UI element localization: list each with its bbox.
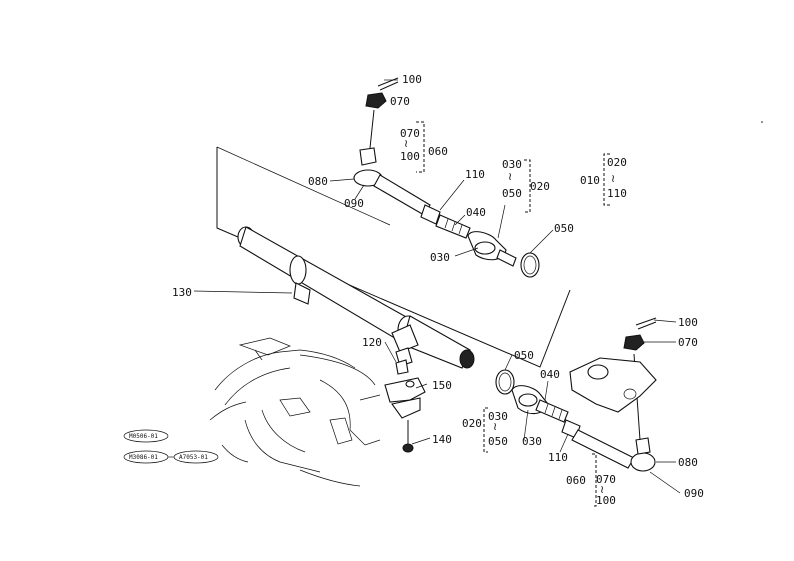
label-020-bottom: 020 — [462, 417, 482, 430]
label-100-bottom: 100 — [678, 316, 698, 329]
steering-cylinder — [237, 226, 475, 369]
stamp-1: M0506-01 — [129, 433, 158, 440]
label-040-top: 040 — [466, 206, 486, 219]
leader-lines — [193, 79, 681, 494]
stray-mark — [761, 121, 763, 123]
label-060-bottom: 060 — [566, 474, 586, 487]
label-030-bottom: 030 — [522, 435, 542, 448]
stamp-2: M3086-01 — [129, 454, 158, 461]
label-030-group-bottom: 030 — [488, 410, 508, 423]
label-100-group-bottom: 100 — [596, 494, 616, 507]
assembly-boundary — [216, 147, 571, 368]
label-080-top: 080 — [308, 175, 328, 188]
label-120: 120 — [362, 336, 382, 349]
label-070-bottom: 070 — [678, 336, 698, 349]
label-070-group: 070 — [400, 127, 420, 140]
label-tilde-d: ≀ — [493, 420, 497, 433]
label-020-top: 020 — [530, 180, 550, 193]
label-130: 130 — [172, 286, 192, 299]
label-080-bottom: 080 — [678, 456, 698, 469]
label-110-bottom: 110 — [548, 451, 568, 464]
label-050-bottom: 050 — [514, 349, 534, 362]
assembly-boundary-top — [216, 146, 391, 226]
label-tilde-b: ≀ — [508, 170, 512, 183]
label-110-group: 110 — [607, 187, 627, 200]
upper-tie-rod-end — [353, 77, 540, 278]
label-020-group: 020 — [607, 156, 627, 169]
label-050-group: 050 — [502, 187, 522, 200]
label-090-top: 090 — [344, 197, 364, 210]
label-090-bottom: 090 — [684, 487, 704, 500]
label-050-group-bottom: 050 — [488, 435, 508, 448]
lower-tie-rod-end — [495, 317, 657, 472]
label-150: 150 — [432, 379, 452, 392]
mount-bracket — [384, 359, 426, 453]
label-100-top: 100 — [402, 73, 422, 86]
label-050-top: 050 — [554, 222, 574, 235]
label-tilde-c: ≀ — [611, 172, 615, 185]
part-labels: 100 070 070 ≀ 100 060 080 090 110 040 03… — [172, 73, 704, 507]
label-tilde-e: ≀ — [600, 483, 604, 496]
reference-stamps: M0506-01 M3086-01 A7053-01 — [123, 429, 219, 464]
chassis-outline — [209, 337, 381, 487]
label-110-top: 110 — [465, 168, 485, 181]
label-030-top: 030 — [430, 251, 450, 264]
label-070-group-bottom: 070 — [596, 473, 616, 486]
label-tilde-a: ≀ — [404, 137, 408, 150]
label-070-top: 070 — [390, 95, 410, 108]
label-140: 140 — [432, 433, 452, 446]
label-060-top: 060 — [428, 145, 448, 158]
grouping-brackets — [416, 121, 610, 507]
label-040-bottom: 040 — [540, 368, 560, 381]
label-100-group: 100 — [400, 150, 420, 163]
label-010: 010 — [580, 174, 600, 187]
label-030-group: 030 — [502, 158, 522, 171]
stamp-3: A7053-01 — [179, 454, 208, 461]
